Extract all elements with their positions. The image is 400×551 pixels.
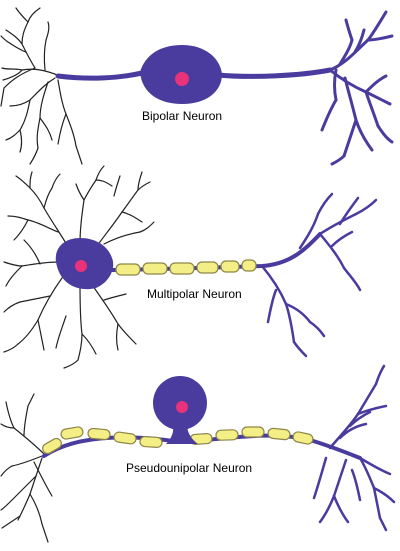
myelin-segment: [42, 437, 62, 455]
myelin-segment: [115, 263, 141, 276]
multipolar-dendrites: [3, 165, 155, 369]
multipolar-axon-terminals: [260, 192, 378, 358]
myelin-segment: [292, 431, 314, 445]
myelin-segment: [139, 435, 163, 449]
pseudounipolar-axon-terminals: [312, 364, 396, 532]
pseudounipolar-myelin-sheath: [42, 426, 314, 455]
myelin-segment: [241, 259, 257, 272]
myelin-segment: [113, 431, 137, 445]
myelin-segment: [267, 427, 291, 441]
myelin-segment: [241, 426, 265, 438]
myelin-segment: [215, 429, 239, 441]
pseudounipolar-dendrites: [0, 393, 53, 543]
multipolar-myelin-sheath: [115, 259, 257, 276]
multipolar-nucleus: [75, 260, 87, 272]
bipolar-axon-terminals: [320, 10, 394, 166]
myelin-segment: [196, 261, 219, 274]
bipolar-axon: [215, 67, 333, 79]
myelin-segment: [87, 427, 111, 441]
myelin-segment: [169, 262, 195, 275]
pseudounipolar-neuron: [0, 364, 396, 543]
bipolar-dendrite-trunk: [55, 70, 145, 81]
myelin-segment: [220, 260, 240, 273]
bipolar-neuron: [0, 7, 394, 166]
myelin-segment: [142, 262, 168, 275]
myelin-segment: [60, 426, 84, 440]
bipolar-neuron-label: Bipolar Neuron: [142, 109, 223, 123]
multipolar-neuron: [3, 165, 378, 369]
pseudounipolar-neuron-label: Pseudounipolar Neuron: [126, 461, 253, 475]
bipolar-nucleus: [175, 72, 189, 86]
bipolar-dendrites-left: [0, 7, 83, 165]
pseudounipolar-nucleus: [176, 401, 188, 413]
multipolar-neuron-label: Multipolar Neuron: [147, 287, 242, 301]
